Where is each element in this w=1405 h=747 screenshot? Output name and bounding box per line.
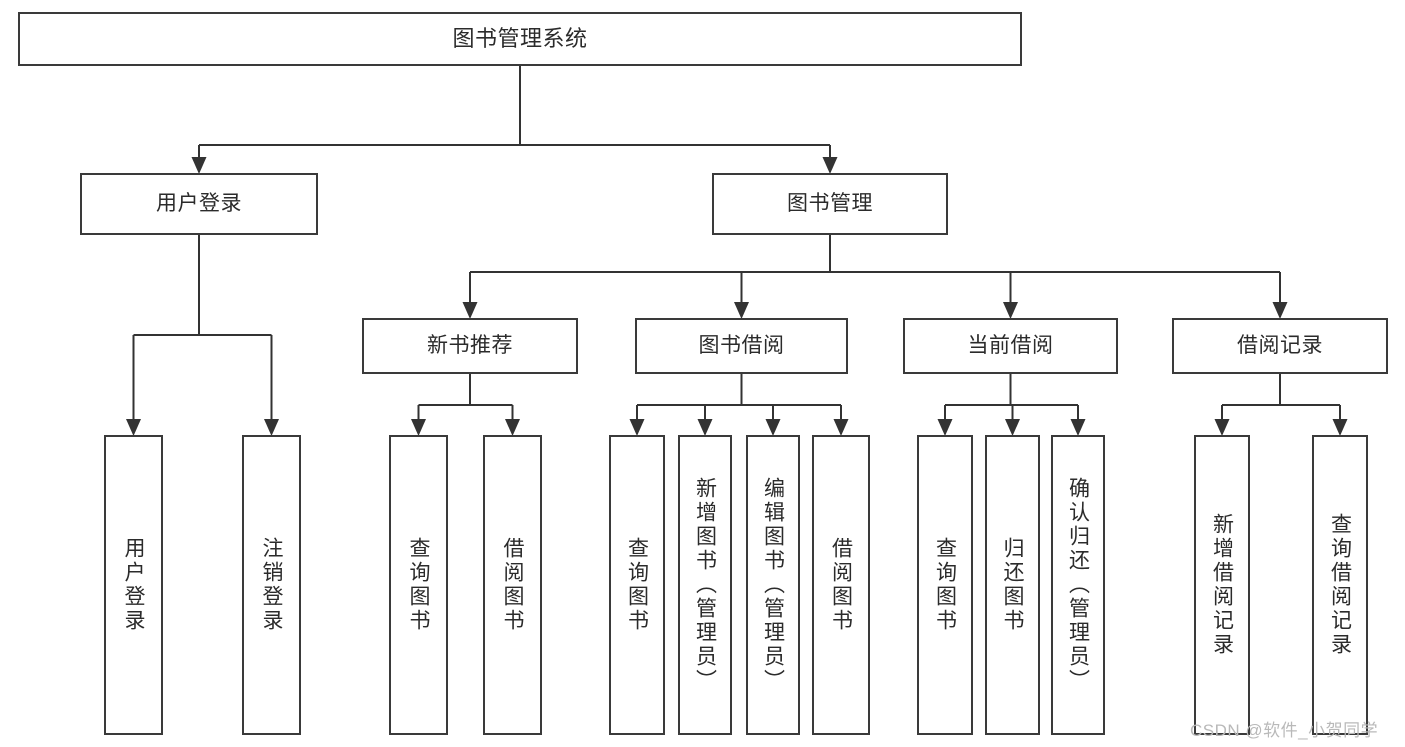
node-label-leaf-borrow-book-1: 借阅图书: [501, 537, 524, 633]
node-new-book-recommend[interactable]: 新书推荐: [362, 318, 578, 374]
arrowhead-user-login-leaf-user-login: [126, 419, 141, 436]
node-leaf-query-record[interactable]: 查询借阅记录: [1312, 435, 1368, 735]
node-current-borrow[interactable]: 当前借阅: [903, 318, 1118, 374]
node-book-manage[interactable]: 图书管理: [712, 173, 948, 235]
node-leaf-user-login[interactable]: 用户登录: [104, 435, 163, 735]
node-label-book-manage: 图书管理: [787, 191, 873, 215]
arrowhead-book-borrow-leaf-add-book: [697, 419, 713, 436]
node-label-leaf-query-record: 查询借阅记录: [1328, 513, 1352, 657]
arrowhead-current-borrow-leaf-return-book: [1005, 419, 1020, 436]
arrowhead-new-book-recommend-leaf-query-book-1: [411, 419, 426, 436]
arrowhead-current-borrow-leaf-confirm-return: [1070, 419, 1086, 436]
node-leaf-query-book-1[interactable]: 查询图书: [389, 435, 448, 735]
arrowhead-book-borrow-leaf-query-book-2: [629, 419, 645, 436]
arrowhead-book-borrow-leaf-borrow-book-2: [833, 419, 849, 436]
arrowhead-book-manage-current-borrow: [1003, 302, 1018, 319]
arrowhead-root-user-login: [191, 157, 207, 174]
node-label-leaf-confirm-return: 确认归还（管理员）: [1066, 477, 1090, 693]
node-root[interactable]: 图书管理系统: [18, 12, 1022, 66]
arrowhead-book-manage-book-borrow: [734, 302, 749, 319]
node-user-login[interactable]: 用户登录: [80, 173, 318, 235]
arrowhead-borrow-record-leaf-query-record: [1332, 419, 1348, 436]
node-leaf-add-book[interactable]: 新增图书（管理员）: [678, 435, 732, 735]
node-book-borrow[interactable]: 图书借阅: [635, 318, 848, 374]
arrowhead-borrow-record-leaf-add-record: [1214, 419, 1230, 436]
node-label-current-borrow: 当前借阅: [967, 333, 1054, 357]
node-label-book-borrow: 图书借阅: [698, 333, 785, 357]
node-label-borrow-record: 借阅记录: [1237, 333, 1323, 357]
node-label-leaf-logout: 注销登录: [260, 537, 283, 633]
node-label-root: 图书管理系统: [452, 25, 588, 51]
node-label-leaf-query-book-2: 查询图书: [625, 537, 649, 633]
node-leaf-logout[interactable]: 注销登录: [242, 435, 301, 735]
node-label-leaf-borrow-book-2: 借阅图书: [829, 537, 853, 633]
arrowhead-user-login-leaf-logout: [264, 419, 279, 436]
node-label-leaf-add-record: 新增借阅记录: [1210, 513, 1234, 657]
node-label-leaf-query-book-1: 查询图书: [407, 537, 430, 633]
node-leaf-query-book-3[interactable]: 查询图书: [917, 435, 973, 735]
node-leaf-borrow-book-2[interactable]: 借阅图书: [812, 435, 870, 735]
node-leaf-edit-book[interactable]: 编辑图书（管理员）: [746, 435, 800, 735]
arrowhead-book-manage-borrow-record: [1272, 302, 1288, 319]
arrowhead-current-borrow-leaf-query-book-3: [937, 419, 953, 436]
node-leaf-query-book-2[interactable]: 查询图书: [609, 435, 665, 735]
node-label-leaf-add-book: 新增图书（管理员）: [693, 477, 717, 693]
node-leaf-confirm-return[interactable]: 确认归还（管理员）: [1051, 435, 1105, 735]
node-label-leaf-user-login: 用户登录: [122, 537, 145, 633]
node-label-user-login: 用户登录: [156, 191, 242, 215]
node-leaf-borrow-book-1[interactable]: 借阅图书: [483, 435, 542, 735]
arrowhead-root-book-manage: [822, 157, 838, 174]
arrowhead-new-book-recommend-leaf-borrow-book-1: [505, 419, 520, 436]
arrowhead-book-manage-new-book-recommend: [462, 302, 478, 319]
node-leaf-add-record[interactable]: 新增借阅记录: [1194, 435, 1250, 735]
node-label-new-book-recommend: 新书推荐: [427, 333, 513, 357]
node-label-leaf-edit-book: 编辑图书（管理员）: [761, 477, 785, 693]
node-leaf-return-book[interactable]: 归还图书: [985, 435, 1040, 735]
node-borrow-record[interactable]: 借阅记录: [1172, 318, 1388, 374]
arrowhead-book-borrow-leaf-edit-book: [765, 419, 781, 436]
node-label-leaf-query-book-3: 查询图书: [933, 537, 957, 633]
node-label-leaf-return-book: 归还图书: [1001, 537, 1024, 633]
